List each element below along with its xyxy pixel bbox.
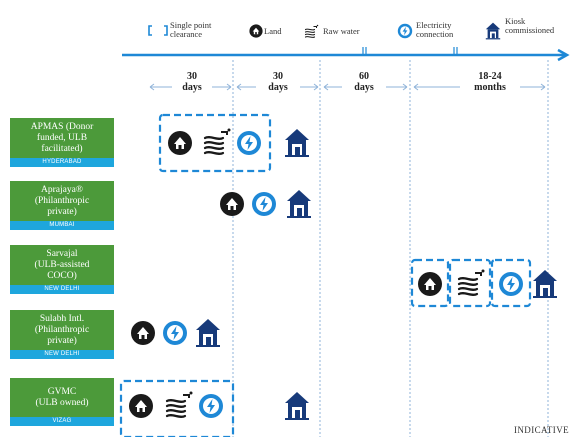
period-3: 60 days xyxy=(344,71,384,93)
org-aprajaya: Aprajaya® (Philanthropic private) MUMBAI xyxy=(10,181,114,230)
clearance-box-gvmc xyxy=(119,379,235,437)
land-icon xyxy=(220,192,244,216)
row-gvmc-icons xyxy=(129,390,309,420)
period-1-unit: days xyxy=(182,82,202,93)
period-2-unit: days xyxy=(268,82,288,93)
legend-rawwater-label: Raw water xyxy=(323,26,360,36)
org-name: APMAS (Donor funded, ULB facilitated) xyxy=(10,118,114,158)
org-name: Sarvajal (ULB-assisted COCO) xyxy=(10,245,114,285)
org-city: HYDERABAD xyxy=(10,158,114,167)
kiosk-icon xyxy=(285,392,309,420)
period-3-unit: days xyxy=(354,82,374,93)
row-aprajaya-icons xyxy=(220,190,311,218)
land-icon xyxy=(168,131,192,155)
phase-dividers xyxy=(232,60,549,437)
period-3-value: 60 xyxy=(359,71,369,82)
rawwater-icon xyxy=(457,268,486,296)
period-2: 30 days xyxy=(258,71,298,93)
electricity-icon xyxy=(499,272,523,296)
org-city: NEW DELHI xyxy=(10,285,114,294)
org-city: NEW DELHI xyxy=(10,350,114,359)
legend-land-label: Land xyxy=(264,26,282,36)
org-name: Sulabh Intl. (Philanthropic private) xyxy=(10,310,114,350)
legend-electricity-icon xyxy=(397,23,413,39)
org-city: VIZAG xyxy=(10,417,114,426)
legend-rawwater-icon xyxy=(304,24,319,38)
row-sarvajal-icons xyxy=(418,268,557,298)
org-gvmc: GVMC (ULB owned) VIZAG xyxy=(10,378,114,426)
clearance-box-apmas xyxy=(158,113,272,173)
row-sulabh-icons xyxy=(131,319,220,347)
electricity-icon xyxy=(237,131,261,155)
period-4: 18-24 months xyxy=(462,71,518,93)
electricity-icon xyxy=(199,394,223,418)
clearance-boxes xyxy=(119,113,532,437)
kiosk-icon xyxy=(196,319,220,347)
clearance-box-sarvajal-1 xyxy=(410,258,450,308)
period-2-value: 30 xyxy=(273,71,283,82)
period-1: 30 days xyxy=(172,71,212,93)
land-icon xyxy=(131,321,155,345)
kiosk-icon xyxy=(285,129,309,157)
kiosk-icon xyxy=(287,190,311,218)
org-apmas: APMAS (Donor funded, ULB facilitated) HY… xyxy=(10,118,114,167)
org-name: Aprajaya® (Philanthropic private) xyxy=(10,181,114,221)
org-name: GVMC (ULB owned) xyxy=(10,378,114,417)
land-icon xyxy=(129,394,153,418)
indicative-label: INDICATIVE xyxy=(514,425,569,435)
legend-land-icon xyxy=(249,24,263,38)
rawwater-icon xyxy=(165,390,194,418)
period-1-value: 30 xyxy=(187,71,197,82)
clearance-box-sarvajal-3 xyxy=(490,258,532,308)
legend-single-point-label: Single point clearance xyxy=(170,20,212,39)
org-city: MUMBAI xyxy=(10,221,114,230)
rawwater-icon xyxy=(203,127,232,155)
kiosk-icon xyxy=(533,270,557,298)
period-4-unit: months xyxy=(474,82,506,93)
org-sarvajal: Sarvajal (ULB-assisted COCO) NEW DELHI xyxy=(10,245,114,294)
legend xyxy=(148,22,501,40)
electricity-icon xyxy=(163,321,187,345)
electricity-icon xyxy=(252,192,276,216)
land-icon xyxy=(418,272,442,296)
period-4-value: 18-24 xyxy=(478,71,502,82)
axis-ticks xyxy=(362,47,458,55)
single-point-clearance-icon xyxy=(148,25,168,36)
legend-electricity-label: Electricity connection xyxy=(416,20,454,39)
clearance-box-sarvajal-2 xyxy=(448,258,492,308)
org-sulabh: Sulabh Intl. (Philanthropic private) NEW… xyxy=(10,310,114,359)
legend-kiosk-icon xyxy=(485,22,501,40)
legend-kiosk-label: Kiosk commissioned xyxy=(505,16,555,35)
timeline-axis xyxy=(122,48,570,62)
row-apmas-icons xyxy=(168,127,309,157)
period-arrows xyxy=(149,83,546,91)
